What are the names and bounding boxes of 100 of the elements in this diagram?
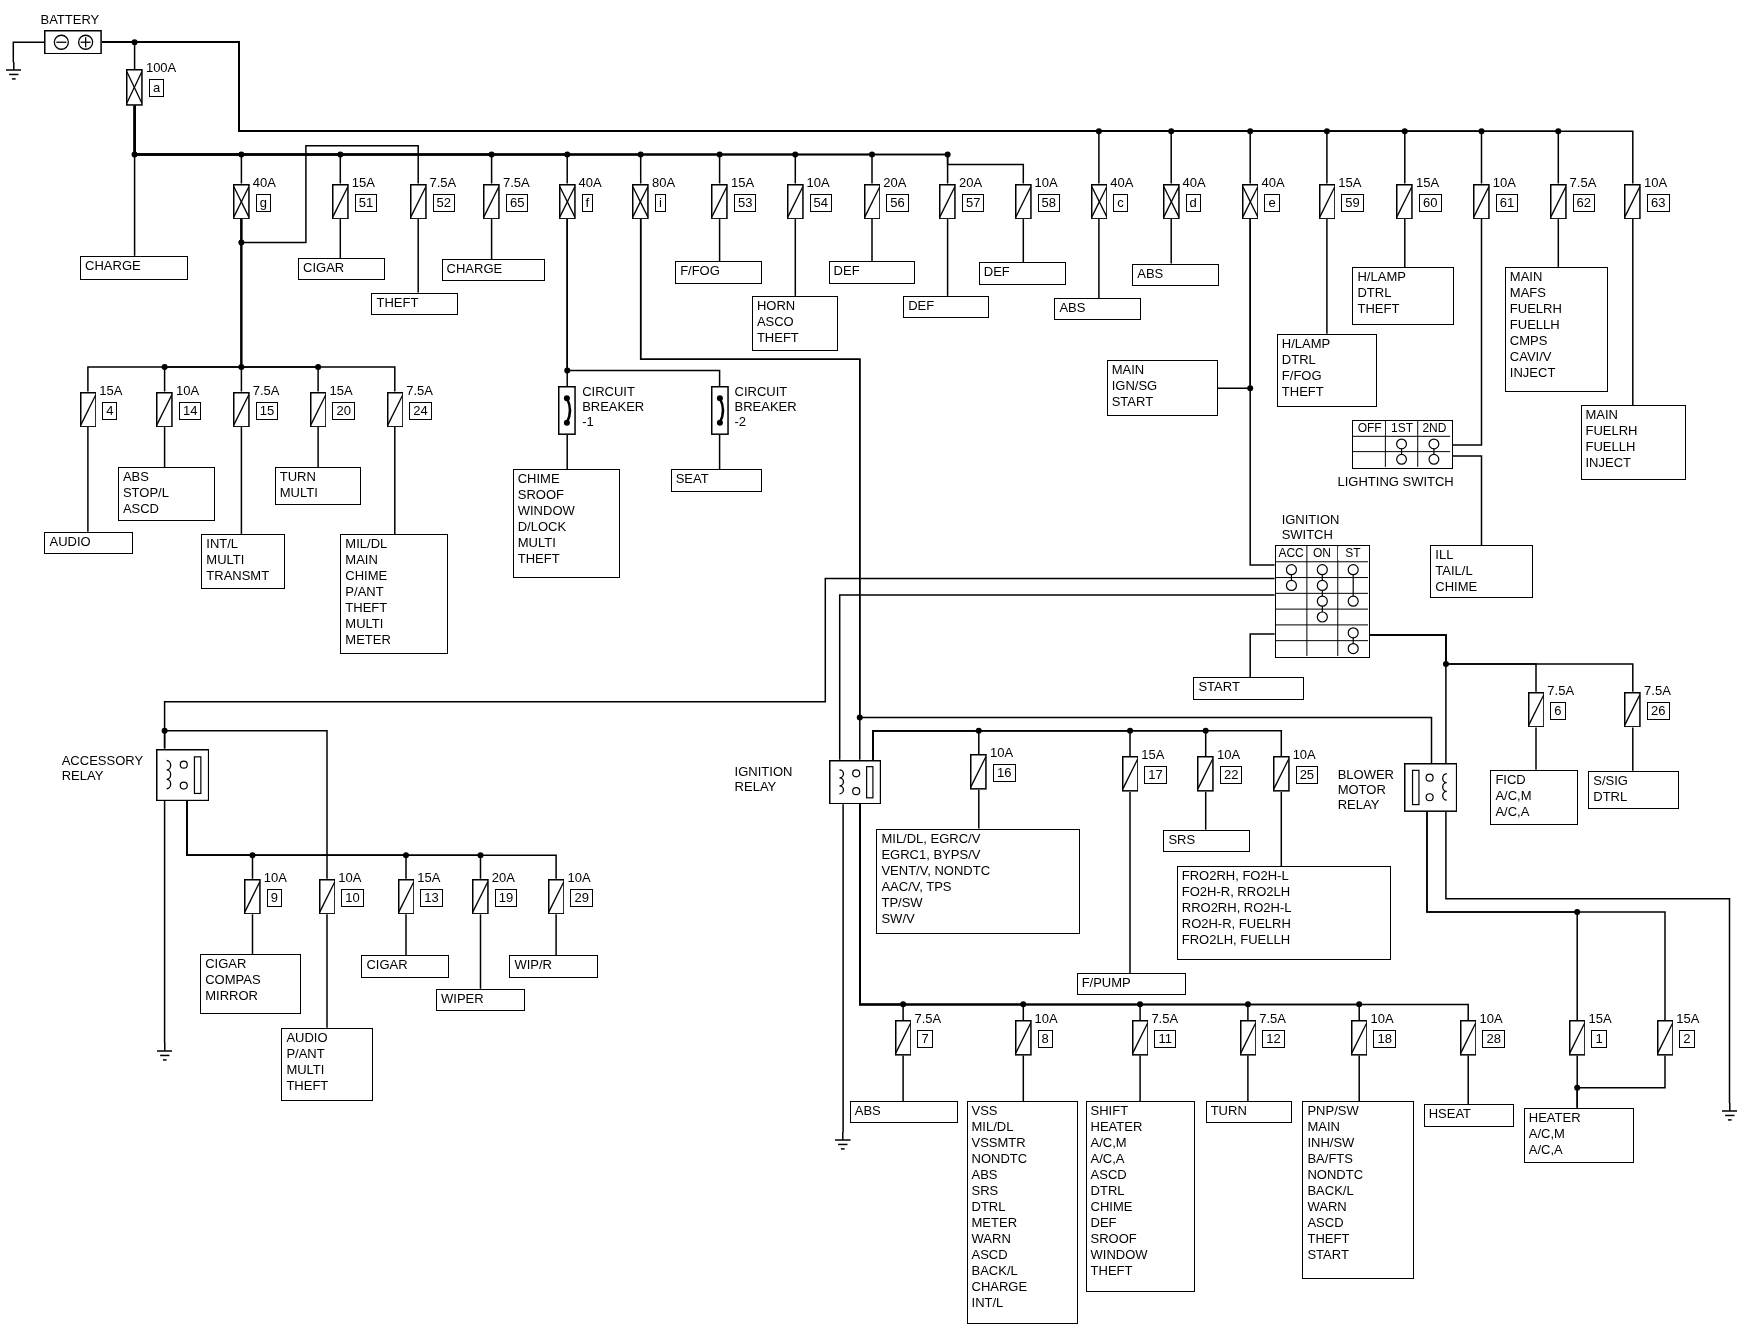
circuit-name: WARN [1307, 1199, 1348, 1216]
wire [838, 594, 1276, 761]
circuit-name: MULTI [206, 551, 246, 568]
circuit-name: SRS [1168, 831, 1197, 848]
wire [163, 800, 166, 1045]
circuit-name: MAIN [1111, 362, 1146, 379]
circuit-name: DEF [908, 297, 936, 314]
circuit-breaker-label: CIRCUIT BREAKER -1 [582, 383, 646, 429]
circuit-name: F/FOG [680, 263, 721, 280]
fuse-rating: 15A [99, 382, 123, 398]
circuit-box [876, 828, 1080, 935]
fuse-number: 29 [570, 888, 593, 907]
circuit-box [978, 262, 1066, 285]
circuit-box [1205, 1101, 1293, 1124]
circuit-name: DEF [983, 264, 1011, 281]
circuit-box [512, 469, 620, 579]
fuse-number: e [1264, 193, 1280, 212]
fuse-rating: 15A [417, 869, 441, 885]
circuit-name: NONDTC [1307, 1167, 1365, 1184]
circuit-name: NONDTC [971, 1151, 1029, 1168]
circuit-name: CHARGE [446, 261, 504, 278]
fuse-number: 13 [420, 888, 443, 907]
fuse-number: 25 [1295, 766, 1319, 785]
circuit-name: A/C,A [1495, 803, 1531, 820]
circuit-name: TRANSMT [206, 567, 271, 584]
wire [186, 800, 557, 880]
circuit-name: ASCD [1307, 1215, 1345, 1232]
circuit-name: CHIME [1090, 1199, 1134, 1216]
circuit-name: THEFT [1281, 383, 1325, 400]
circuit-name: SRS [971, 1183, 1000, 1200]
fuse-number: g [255, 193, 271, 212]
circuit-box [1580, 404, 1687, 481]
wire [1451, 455, 1483, 546]
circuit-name: MULTI [345, 615, 385, 632]
circuit-name: COMPAS [205, 972, 262, 989]
fuse-rating: 10A [990, 745, 1014, 761]
fuse-rating: 7.5A [502, 174, 530, 190]
fuse-number: 16 [993, 764, 1016, 783]
fuse-number: 4 [102, 401, 118, 420]
wire [1280, 791, 1283, 868]
fuse-number: 62 [1572, 193, 1596, 212]
fuse-rating: 40A [252, 174, 276, 190]
circuit-name: EGRC1, BYPS/V [881, 846, 982, 863]
circuit-name: DTRL [1357, 284, 1393, 301]
fuse-rating: 15A [329, 382, 353, 398]
circuit-name: MULTI [517, 535, 557, 552]
fuse-number: 19 [494, 888, 518, 907]
circuit-name: WINDOW [517, 503, 576, 520]
circuit-name: THEFT [756, 329, 800, 346]
fuse-rating: 15A [1338, 174, 1362, 190]
circuit-name: FICD [1495, 771, 1527, 788]
circuit-box [80, 255, 188, 281]
circuit-name: WARN [971, 1231, 1012, 1248]
wire [1170, 218, 1172, 265]
wire [1326, 218, 1328, 335]
circuit-name: ABS [971, 1167, 999, 1184]
circuit-box [281, 1027, 373, 1102]
wire [326, 913, 328, 1029]
fuse-rating: 15A [1416, 174, 1440, 190]
fuse-number: 17 [1144, 766, 1167, 785]
circuit-name: AUDIO [286, 1029, 329, 1046]
circuit-name: ILL [1435, 547, 1455, 563]
wire [1369, 634, 1447, 764]
fuse-number: 1 [1591, 1029, 1607, 1048]
circuit-name: DTRL [1090, 1183, 1126, 1200]
circuit-name: FUELLH [1585, 438, 1637, 455]
circuit-box [1504, 266, 1609, 392]
fuse-rating: 7.5A [914, 1010, 942, 1026]
circuit-name: A/C,M [1090, 1135, 1128, 1152]
wire [566, 434, 568, 471]
circuit-name: DTRL [1593, 788, 1629, 805]
fuse-rating: 10A [567, 869, 591, 885]
fuse-number: 51 [354, 193, 378, 212]
circuit-name: CAVI/V [1509, 348, 1553, 365]
circuit-name: ABS [1059, 300, 1087, 317]
circuit-name: METER [971, 1215, 1019, 1232]
fuse-number: c [1113, 193, 1128, 212]
circuit-box [1106, 360, 1218, 416]
wire [87, 426, 89, 533]
wire [417, 218, 419, 294]
circuit-name: PNP/SW [1307, 1103, 1360, 1120]
fuse-number: 52 [432, 193, 455, 212]
circuit-box [201, 533, 285, 590]
circuit-box [1163, 829, 1251, 852]
circuit-name: WIPER [441, 990, 485, 1007]
fuse-rating: 10A [338, 869, 362, 885]
wire [1404, 218, 1406, 268]
wire [1022, 218, 1025, 264]
wire [1204, 791, 1207, 831]
fuse-number: 10 [341, 888, 364, 907]
circuit-breaker-label: CIRCUIT BREAKER -2 [734, 383, 798, 429]
wire [555, 913, 557, 957]
wire [490, 218, 493, 260]
circuit-box [509, 955, 599, 978]
circuit-name: INH/SW [1307, 1135, 1356, 1152]
circuit-name: IGN/SG [1111, 378, 1159, 395]
circuit-name: DTRL [971, 1199, 1007, 1216]
circuit-name: ASCO [756, 313, 795, 330]
circuit-name: ABS [854, 1103, 882, 1120]
fuse-number: 59 [1341, 193, 1364, 212]
